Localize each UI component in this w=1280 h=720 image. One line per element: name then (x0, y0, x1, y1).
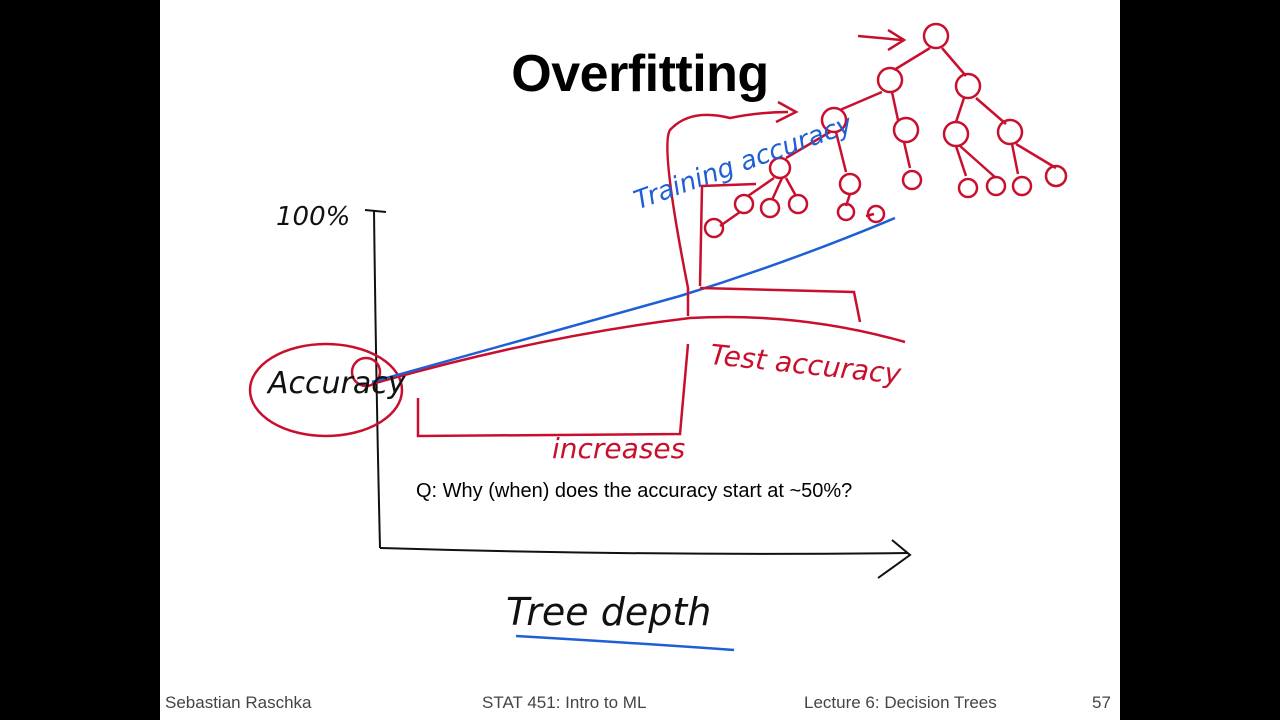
footer-lecture: Lecture 6: Decision Trees (804, 693, 997, 712)
increases-label: increases (552, 432, 686, 465)
start-point-circle (350, 356, 382, 388)
x-axis (379, 547, 909, 555)
x-label-underline (515, 634, 735, 652)
decision-tree-sketch (703, 22, 1068, 239)
tree-arrow-path (666, 110, 789, 316)
y-axis-label: Accuracy (268, 366, 406, 401)
top-arrow (857, 28, 907, 52)
footer-page-number: 57 (1092, 693, 1111, 712)
slide-title: Overfitting (511, 45, 769, 103)
footer-author: Sebastian Raschka (165, 693, 312, 712)
question-text: Q: Why (when) does the accuracy start at… (416, 480, 853, 502)
x-axis-label: Tree depth (506, 590, 712, 634)
slide: Overfitting 100% Accuracy Training accur… (160, 0, 1120, 720)
test-accuracy-curve (371, 315, 906, 386)
depth-frame (698, 182, 862, 323)
x-axis-arrowhead (877, 539, 912, 579)
footer-course: STAT 451: Intro to ML (482, 693, 647, 712)
accuracy-circle (248, 342, 404, 438)
y-axis-top-tick (364, 209, 387, 213)
ink-annotations (248, 22, 1068, 652)
tree-arrow-head (775, 100, 799, 124)
y-max-label: 100% (276, 202, 351, 232)
increases-bracket (416, 343, 690, 438)
training-accuracy-curve (371, 216, 896, 384)
